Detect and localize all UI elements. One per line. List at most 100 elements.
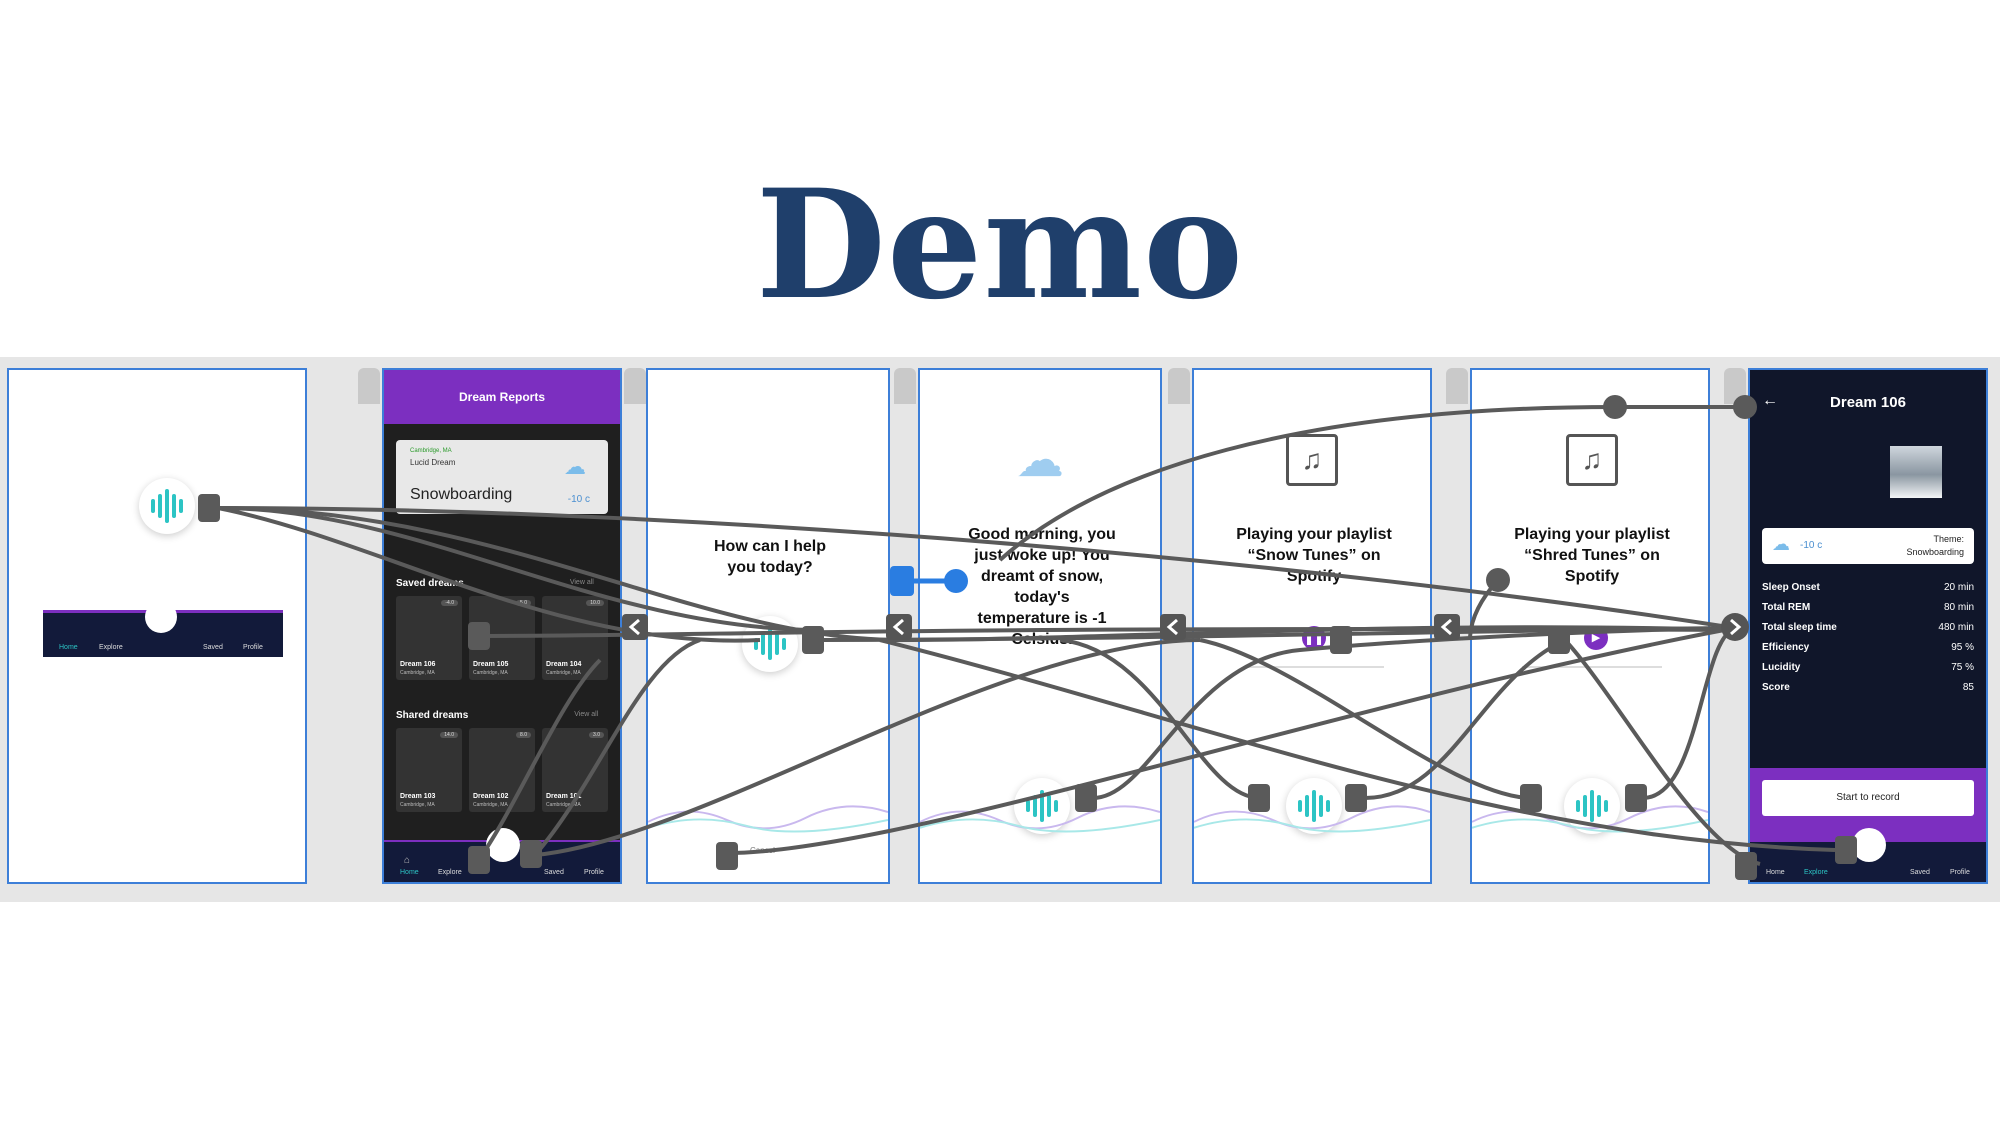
connector-handle[interactable] xyxy=(802,626,824,654)
card-theme: Snowboarding xyxy=(410,486,513,503)
playlist-message: Playing your playlist “Snow Tunes” on Sp… xyxy=(1236,526,1392,585)
featured-dream-card[interactable]: Cambridge, MA Lucid Dream Snowboarding ☁… xyxy=(396,440,608,514)
connector-dot[interactable] xyxy=(1603,395,1627,419)
sound-wave-icon xyxy=(151,489,183,523)
nav-saved[interactable]: Saved xyxy=(544,869,564,876)
progress-track xyxy=(1522,666,1662,668)
card-temp: -10 c xyxy=(567,494,590,505)
theme-value: Snowboarding xyxy=(1906,547,1964,557)
connector-dot[interactable] xyxy=(1486,568,1510,592)
chevron-left-icon xyxy=(1440,618,1452,636)
dream-thumbnail[interactable] xyxy=(1890,446,1942,498)
active-connection xyxy=(890,566,968,596)
detail-temp: -10 c xyxy=(1800,540,1823,551)
assistant-prompt-text: How can I help you today? xyxy=(713,538,826,576)
nav-saved[interactable]: Saved xyxy=(1910,869,1930,876)
progress-track xyxy=(1244,666,1384,668)
nav-home[interactable]: Home xyxy=(59,644,78,651)
connector-handle[interactable] xyxy=(1248,784,1270,812)
saved-dreams-label: Saved dreams View all xyxy=(396,578,594,589)
active-connector-handle[interactable] xyxy=(890,566,914,596)
cloud-icon: ☁ xyxy=(564,454,586,479)
nav-voice-button[interactable] xyxy=(145,601,177,633)
connector-handle[interactable] xyxy=(468,622,490,650)
nav-profile[interactable]: Profile xyxy=(584,869,604,876)
nav-explore[interactable]: Explore xyxy=(99,644,123,651)
artboard-dream-detail[interactable]: ← Dream 106 ☁ -10 c Theme: Snowboarding … xyxy=(1748,368,1988,884)
snow-cloud-icon: ☁ xyxy=(1016,434,1064,487)
connector-handle[interactable] xyxy=(1075,784,1097,812)
prev-arrow-button[interactable] xyxy=(886,614,912,640)
card-type: Lucid Dream xyxy=(410,458,456,467)
nav-home[interactable]: Home xyxy=(1766,869,1785,876)
wave-decoration xyxy=(1472,805,1708,833)
sound-wave-icon xyxy=(754,628,786,660)
card-location: Cambridge, MA xyxy=(410,448,452,454)
nav-saved[interactable]: Saved xyxy=(203,644,223,651)
voice-button[interactable] xyxy=(139,478,195,534)
theme-label: Theme: xyxy=(1933,534,1964,544)
nav-profile[interactable]: Profile xyxy=(1950,869,1970,876)
start-record-button[interactable]: Start to record xyxy=(1762,780,1974,816)
home-icon: ⌂ xyxy=(404,855,411,866)
nav-profile[interactable]: Profile xyxy=(243,644,263,651)
connection-lines xyxy=(217,405,1836,866)
wave-decoration xyxy=(920,805,1160,833)
chevron-left-icon xyxy=(1166,618,1178,636)
playlist-message: Playing your playlist “Shred Tunes” on S… xyxy=(1514,526,1670,585)
active-connector-dot[interactable] xyxy=(944,569,968,593)
view-all-link[interactable]: View all xyxy=(569,579,594,586)
page-title: Demo xyxy=(755,157,1245,333)
connector-handle[interactable] xyxy=(1520,784,1542,812)
bottom-nav-preview: Home Explore Saved Profile xyxy=(43,601,283,657)
artboard-tab xyxy=(894,368,916,404)
connector-handle[interactable] xyxy=(1345,784,1367,812)
connector-handle[interactable] xyxy=(1835,836,1857,864)
connector-handle[interactable] xyxy=(1330,626,1352,654)
connector-handle[interactable] xyxy=(1625,784,1647,812)
nav-voice-button[interactable] xyxy=(1852,828,1886,862)
music-note-icon: ♫ xyxy=(1566,434,1618,486)
connector-handle[interactable] xyxy=(1548,626,1570,654)
connector-handle[interactable] xyxy=(468,846,490,874)
connector-handle[interactable] xyxy=(1735,852,1757,880)
sound-wave-icon xyxy=(1298,790,1330,822)
nav-explore[interactable]: Explore xyxy=(438,869,462,876)
connector-handle[interactable] xyxy=(198,494,220,522)
greeting-message: Good morning, you just woke up! You drea… xyxy=(968,526,1116,648)
navigation-arrows xyxy=(622,613,1749,641)
connector-handle[interactable] xyxy=(716,842,738,870)
back-arrow-icon[interactable]: ← xyxy=(1762,392,1778,409)
shared-dreams-label: Shared dreams View all xyxy=(396,710,599,721)
prev-arrow-button[interactable] xyxy=(1434,614,1460,640)
prev-arrow-button[interactable] xyxy=(1160,614,1186,640)
nav-home[interactable]: Home xyxy=(400,869,419,876)
artboard-dream-reports[interactable]: Dream Reports Cambridge, MA Lucid Dream … xyxy=(382,368,622,884)
dream-detail-title: Dream 106 xyxy=(1830,394,1906,411)
artboard-morning-greeting[interactable]: ☁ Good morning, you just woke up! You dr… xyxy=(918,368,1162,884)
nav-explore[interactable]: Explore xyxy=(1804,869,1828,876)
connection-handles xyxy=(198,395,1857,880)
artboard-launch[interactable]: Home Explore Saved Profile xyxy=(7,368,307,884)
sound-wave-icon xyxy=(1026,790,1058,822)
nav-voice-button[interactable] xyxy=(486,828,520,862)
connector-handle[interactable] xyxy=(520,840,542,868)
connector-dot[interactable] xyxy=(1733,395,1757,419)
dream-reports-header: Dream Reports xyxy=(384,370,620,424)
chevron-left-icon xyxy=(892,618,904,636)
view-all-link[interactable]: View all xyxy=(574,711,599,718)
prev-arrow-button[interactable] xyxy=(622,614,648,640)
voice-button[interactable] xyxy=(1286,778,1342,834)
chevron-left-icon xyxy=(628,618,640,636)
next-arrow-button[interactable] xyxy=(1721,613,1749,641)
